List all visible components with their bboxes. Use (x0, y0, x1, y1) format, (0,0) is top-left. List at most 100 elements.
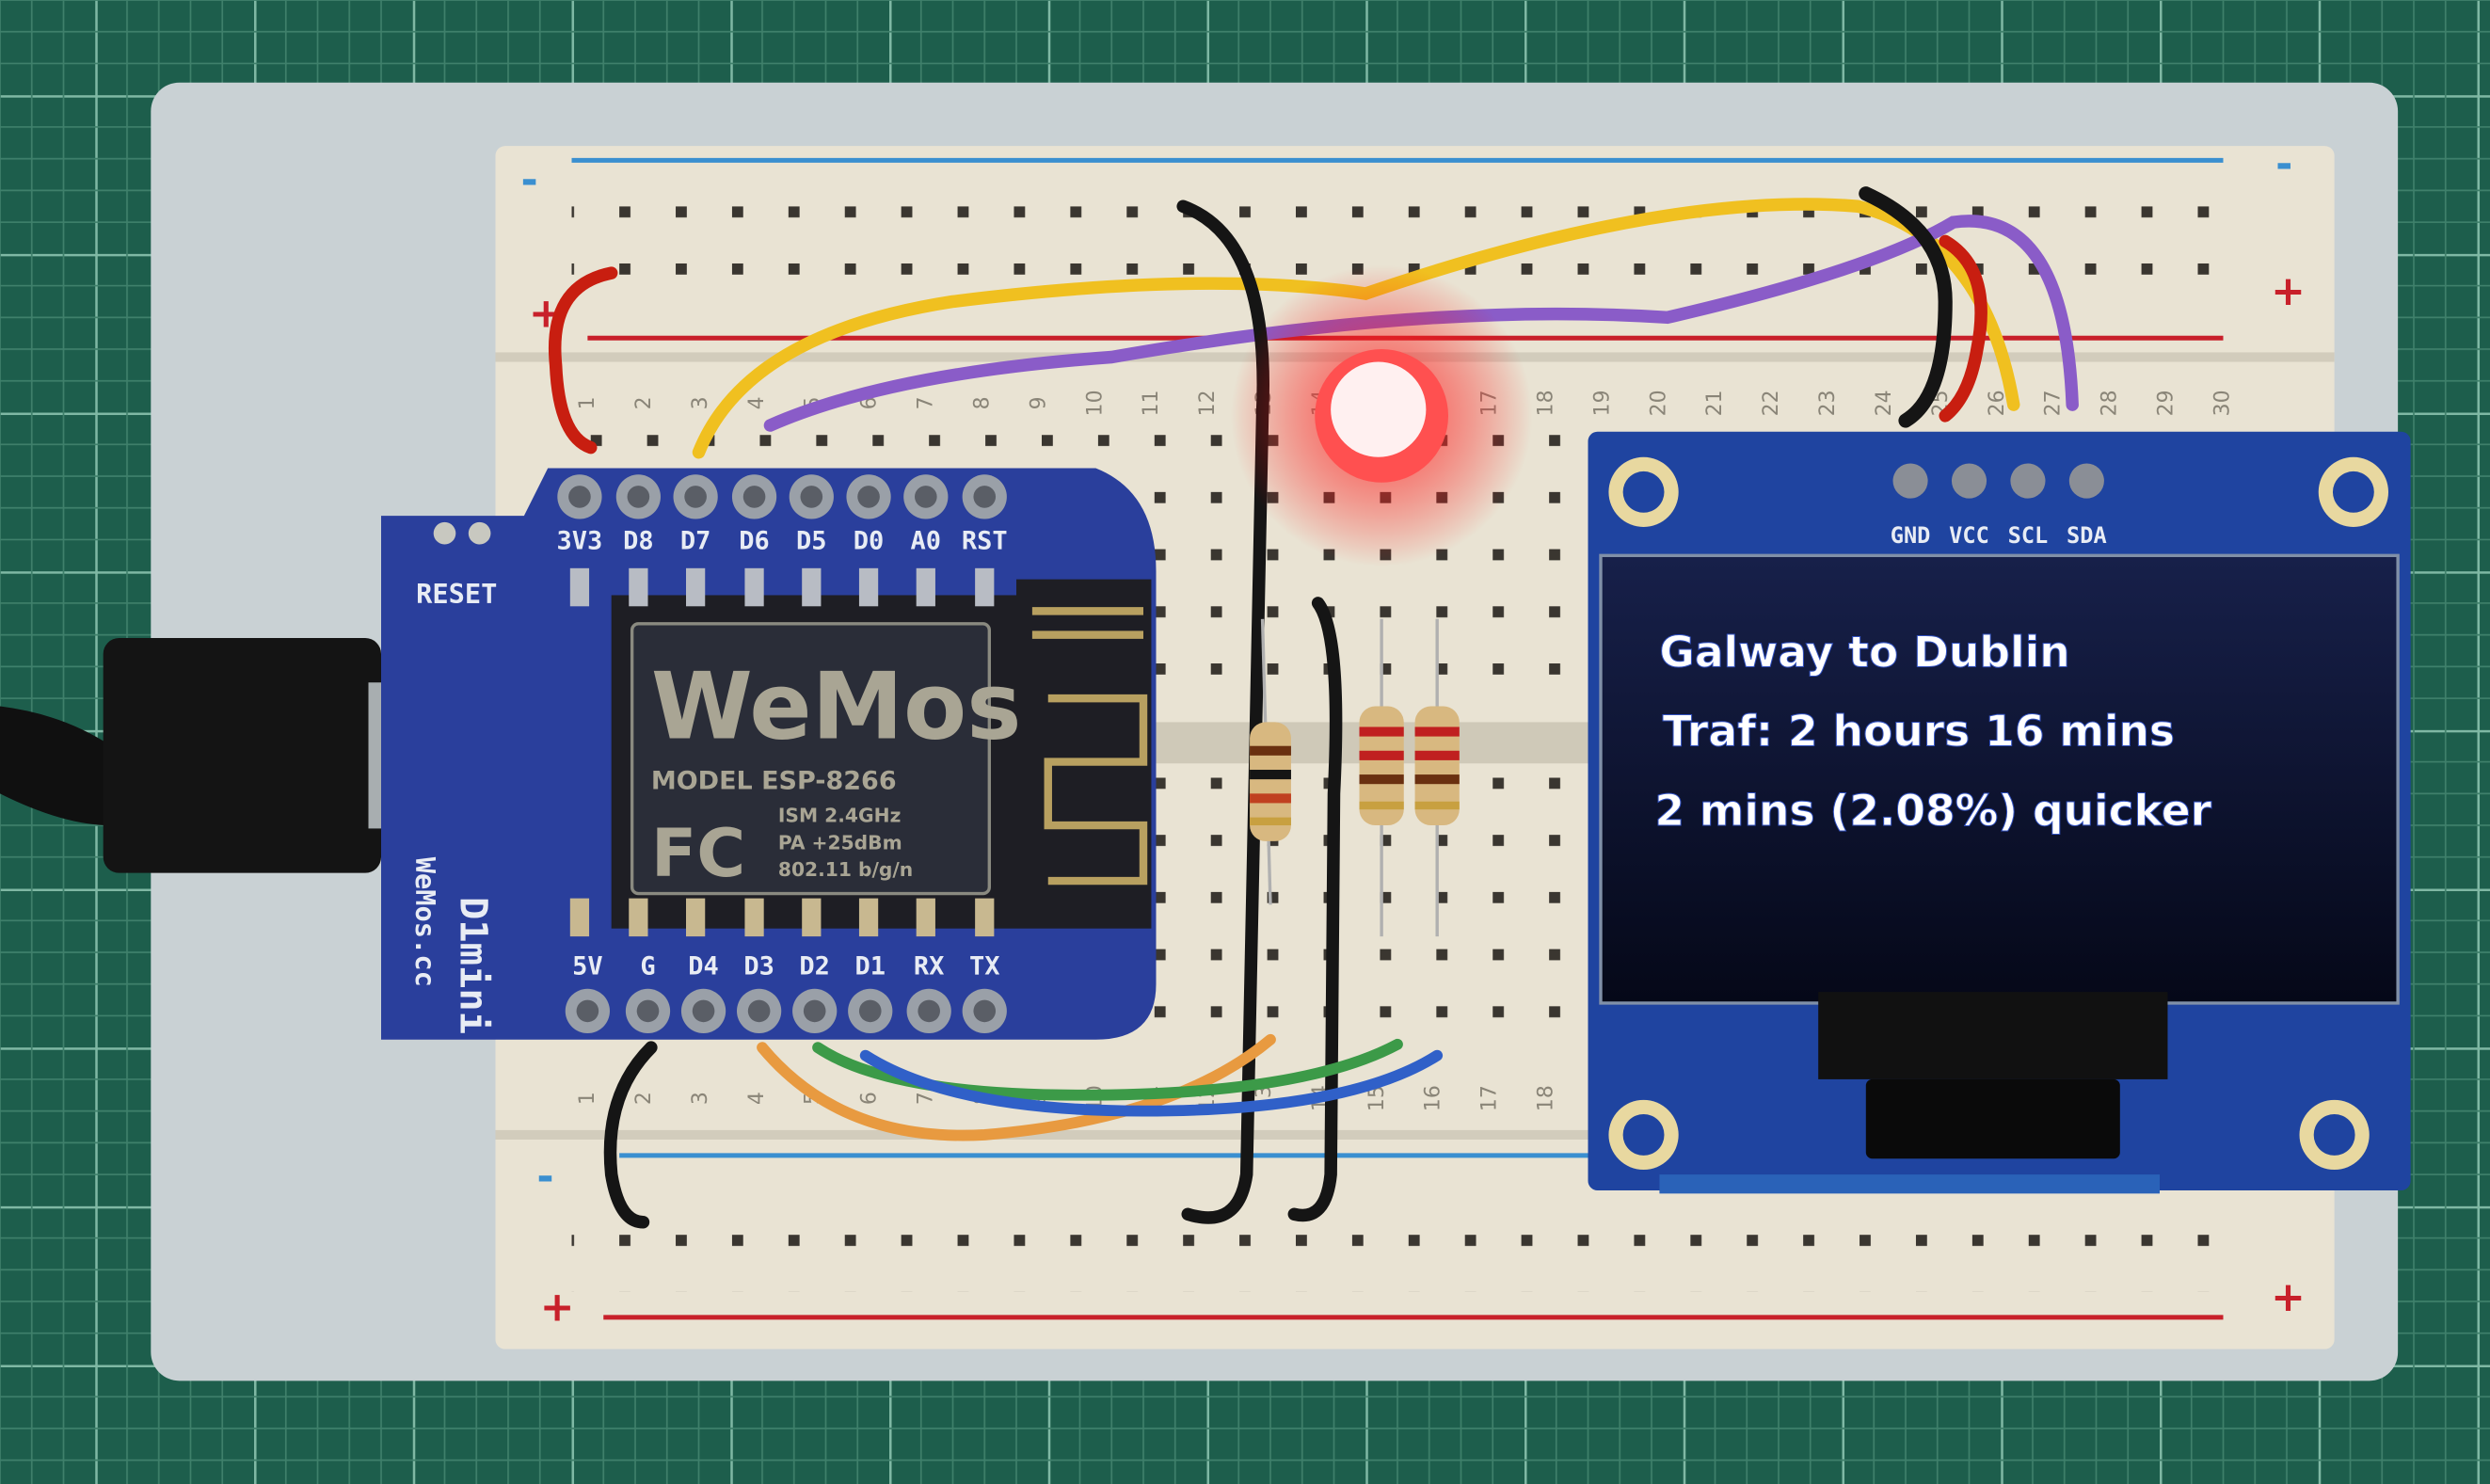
rail-minus-label: - (536, 1153, 553, 1201)
header-pin-hole (684, 486, 707, 508)
reset-button[interactable] (468, 521, 491, 545)
fcc-logo: FC (651, 814, 745, 892)
column-number: 24 (1873, 390, 1896, 416)
column-number: 4 (745, 396, 769, 409)
pin-label: G (640, 952, 655, 981)
led (1230, 264, 1533, 567)
header-pin-hole (800, 486, 823, 508)
wire-black-bottom (603, 1041, 658, 1229)
column-number: 9 (1027, 396, 1050, 409)
wire-purple (763, 215, 2079, 432)
oled-header-pin (2068, 463, 2104, 499)
column-number: 26 (1986, 390, 2009, 416)
rail-minus-label: - (2275, 140, 2292, 188)
oled-line-traffic: Traf: 2 hours 16 mins (1663, 707, 2175, 757)
column-number: 30 (2211, 390, 2234, 416)
reset-label: RESET (416, 578, 497, 610)
oled-header-pin (1951, 463, 1987, 499)
column-number: 18 (1535, 1085, 1558, 1111)
chip-pad (686, 567, 706, 607)
wemos-logo: WeMos (651, 653, 1022, 760)
header-pin-hole (918, 999, 940, 1023)
oled-line-delta: 2 mins (2.08%) quicker (1654, 786, 2211, 836)
pin-label: RX (914, 952, 945, 981)
website-label: WeMos.cc (409, 857, 441, 987)
rail-plus-label: + (2271, 267, 2306, 315)
chip-pad (858, 898, 879, 937)
oled-screen (1599, 553, 2400, 1005)
header-pin-hole (742, 486, 766, 508)
column-number: 11 (1140, 390, 1163, 416)
chip-pad (686, 898, 706, 937)
header-pin-hole (915, 486, 937, 508)
rail-minus-label: - (521, 156, 538, 204)
reset-button[interactable] (433, 521, 456, 545)
chip-pad (629, 898, 648, 937)
wire-black-top (1859, 186, 1953, 428)
wire-orange (757, 1033, 1276, 1141)
chip-pad (858, 567, 879, 607)
oled-pin-label: GND (1891, 522, 1931, 549)
header-pin-hole (636, 999, 660, 1023)
chip-pad (802, 567, 822, 607)
wire-blue (859, 1049, 1444, 1117)
wire-black-short (1287, 597, 1343, 1222)
column-number: 22 (1760, 390, 1783, 416)
column-number: 28 (2099, 390, 2122, 416)
column-number: 27 (2042, 390, 2066, 416)
pin-label: 3V3 (557, 527, 603, 556)
column-number: 4 (745, 1092, 769, 1105)
pin-label: RST (962, 527, 1008, 556)
oled-pin-label: SCL (2008, 522, 2049, 549)
rail-plus-label: + (540, 1283, 575, 1331)
chip-spec: 802.11 b/g/n (778, 858, 913, 881)
column-number: 8 (970, 396, 994, 409)
pin-label: D8 (623, 527, 654, 556)
pin-label: D4 (688, 952, 719, 981)
pin-label: D1 (854, 952, 886, 981)
chip-pad (975, 567, 995, 607)
usb-cable (0, 638, 424, 873)
chip-pad (569, 898, 590, 937)
chip-pad (916, 898, 935, 937)
column-number: 1 (576, 396, 599, 409)
chip-pad (802, 898, 822, 937)
column-number: 12 (1196, 390, 1220, 416)
header-pin-hole (973, 486, 997, 508)
wire-green (812, 1038, 1403, 1101)
oled-pin-label: SDA (2067, 522, 2107, 549)
column-number: 19 (1590, 390, 1614, 416)
oled-pin-label: VCC (1949, 522, 1989, 549)
chip-pad (744, 567, 764, 607)
oled-header-pin (2010, 463, 2046, 499)
column-number: 7 (915, 1092, 938, 1105)
header-pin-hole (803, 999, 826, 1023)
column-number: 3 (689, 396, 712, 409)
chip-spec: ISM 2.4GHz (778, 805, 901, 827)
pin-label: D5 (796, 527, 827, 556)
column-number: 7 (915, 396, 938, 409)
column-number: 20 (1647, 390, 1670, 416)
resistors (1250, 618, 1460, 937)
resistor (1359, 618, 1404, 937)
resistor (1250, 618, 1291, 905)
pin-label: D2 (799, 952, 830, 981)
pin-label: D7 (680, 527, 711, 556)
chip-spec: PA +25dBm (778, 831, 902, 854)
pin-label: D6 (739, 527, 770, 556)
header-pin-hole (747, 999, 771, 1023)
resistor (1414, 618, 1460, 937)
board-name: D1mini (451, 897, 496, 1034)
pin-label: A0 (911, 527, 942, 556)
header-pin-hole (857, 486, 880, 508)
pin-label: TX (969, 952, 1000, 981)
column-number: 6 (858, 1092, 882, 1105)
header-pin-hole (692, 999, 715, 1023)
wire-red-rail (548, 266, 618, 455)
chip-pad (744, 898, 764, 937)
column-number: 17 (1478, 1085, 1502, 1111)
chip-pad (629, 567, 648, 607)
column-number: 23 (1816, 390, 1840, 416)
header-pin-hole (627, 486, 650, 508)
